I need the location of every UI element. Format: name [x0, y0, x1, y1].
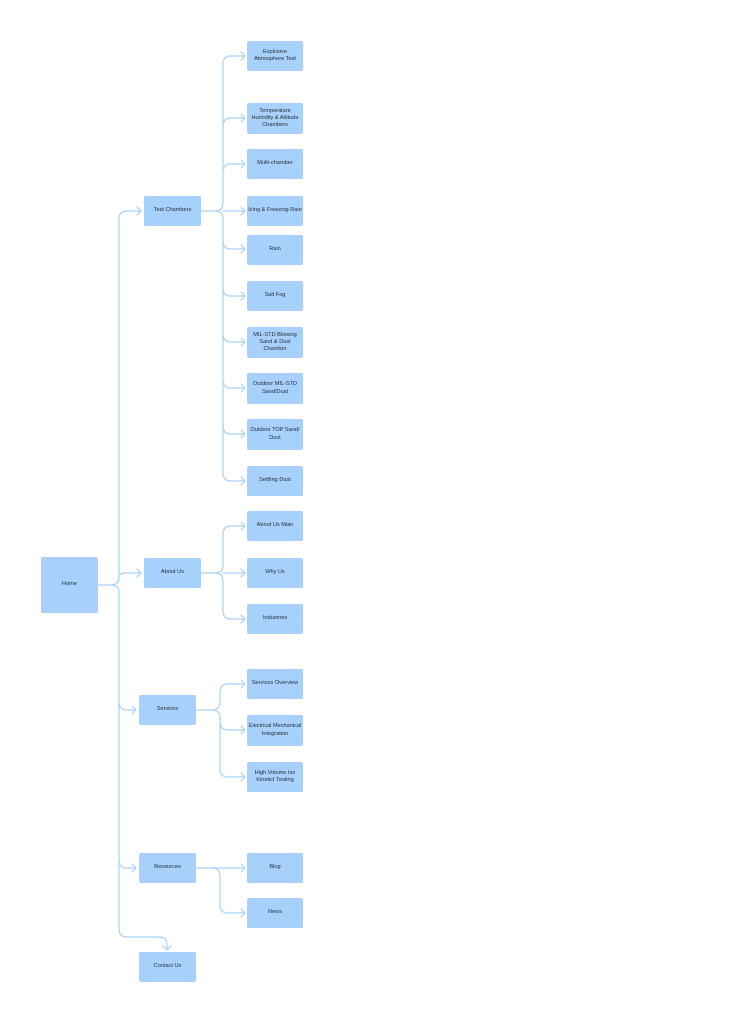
node-label: Outdoor TOP Sand/ Dust: [250, 427, 300, 441]
node-home[interactable]: Home: [41, 557, 98, 613]
node-outdoor-top-sand-dust[interactable]: Outdoor TOP Sand/ Dust: [247, 419, 303, 450]
arrow-resources: [131, 863, 137, 873]
connector-about-us-spine: [200, 525, 246, 574]
node-blog[interactable]: Blog: [247, 853, 303, 883]
node-contact-us[interactable]: Contact Us: [139, 952, 196, 982]
node-contact-us-label: Contact Us: [153, 963, 182, 970]
node-multi-chamber[interactable]: Multi-chamber: [247, 149, 303, 179]
node-about-us-main[interactable]: About Us Main: [247, 511, 303, 541]
connector-home-to-services: [118, 701, 137, 711]
node-rain[interactable]: Rain: [247, 235, 303, 265]
arrow-about-us: [136, 568, 142, 578]
connector-home-trunk-lower: [110, 584, 168, 951]
node-label: Temperature Humidity & Altitude Chambers: [251, 107, 299, 129]
node-industries[interactable]: Industries: [247, 604, 303, 634]
arrow-contact-us: [162, 945, 172, 951]
node-mil-std-blowing-sand-dust[interactable]: MIL-STD Blowing Sand & Dust Chamber: [247, 327, 303, 358]
node-label: Why Us: [265, 569, 285, 576]
node-services-overview[interactable]: Services Overview: [247, 669, 303, 699]
connector-home-trunk: [97, 210, 142, 586]
node-about-us[interactable]: About Us: [144, 558, 201, 588]
node-outdoor-mil-std-sand-dust[interactable]: Outdoor MIL-STD Sand/Dust: [247, 373, 303, 404]
node-label: Settling Dust: [259, 477, 291, 484]
node-label: Explosive Atmosphere Test: [254, 48, 296, 62]
node-resources-label: Resources: [154, 864, 181, 871]
node-label: News: [268, 909, 282, 916]
node-label: Industries: [262, 615, 288, 622]
connector-test-chambers-spine-lower: [214, 210, 246, 482]
connector-home-to-resources: [118, 859, 137, 869]
node-label: Outdoor MIL-STD Sand/Dust: [252, 381, 298, 395]
node-explosive-atmosphere-test[interactable]: Explosive Atmosphere Test: [247, 41, 303, 71]
node-electrical-mechanical-integration[interactable]: Electrical Mechanical Integration: [247, 715, 303, 746]
connector-services-spine: [195, 683, 246, 711]
node-about-us-label: About Us: [160, 569, 184, 576]
arrow-test-chambers: [136, 206, 142, 216]
node-why-us[interactable]: Why Us: [247, 558, 303, 588]
node-news[interactable]: News: [247, 898, 303, 928]
node-label: Rain: [269, 246, 281, 253]
connector-test-chambers-spine: [200, 55, 246, 212]
node-icing-freezing-rain[interactable]: Icing & Freezing Rain: [247, 196, 303, 226]
node-resources[interactable]: Resources: [139, 853, 196, 883]
node-label: Electrical Mechanical Integration: [248, 723, 302, 737]
node-label: About Us Main: [256, 522, 294, 529]
node-services[interactable]: Services: [139, 695, 196, 725]
node-services-label: Services: [156, 706, 179, 713]
node-label: Salt Fog: [264, 292, 286, 299]
node-test-chambers[interactable]: Test Chambers: [144, 196, 201, 226]
node-label: Blog: [269, 864, 281, 871]
node-label: Multi-chamber: [257, 160, 293, 167]
node-label: High Volume Iso Kinetict Testing: [254, 769, 296, 783]
node-label: Icing & Freezing Rain: [248, 207, 302, 214]
arrow-services: [131, 705, 137, 715]
node-temperature-humidity-altitude[interactable]: Temperature Humidity & Altitude Chambers: [247, 103, 303, 134]
node-high-volume-iso-kinetic-testing[interactable]: High Volume Iso Kinetict Testing: [247, 762, 303, 792]
node-test-chambers-label: Test Chambers: [153, 207, 192, 214]
node-home-label: Home: [62, 581, 77, 588]
node-label: Services Overview: [251, 680, 299, 687]
connector-home-to-about: [110, 572, 142, 586]
node-settling-dust[interactable]: Settling Dust: [247, 466, 303, 496]
node-salt-fog[interactable]: Salt Fog: [247, 281, 303, 311]
node-label: MIL-STD Blowing Sand & Dust Chamber: [253, 331, 297, 353]
